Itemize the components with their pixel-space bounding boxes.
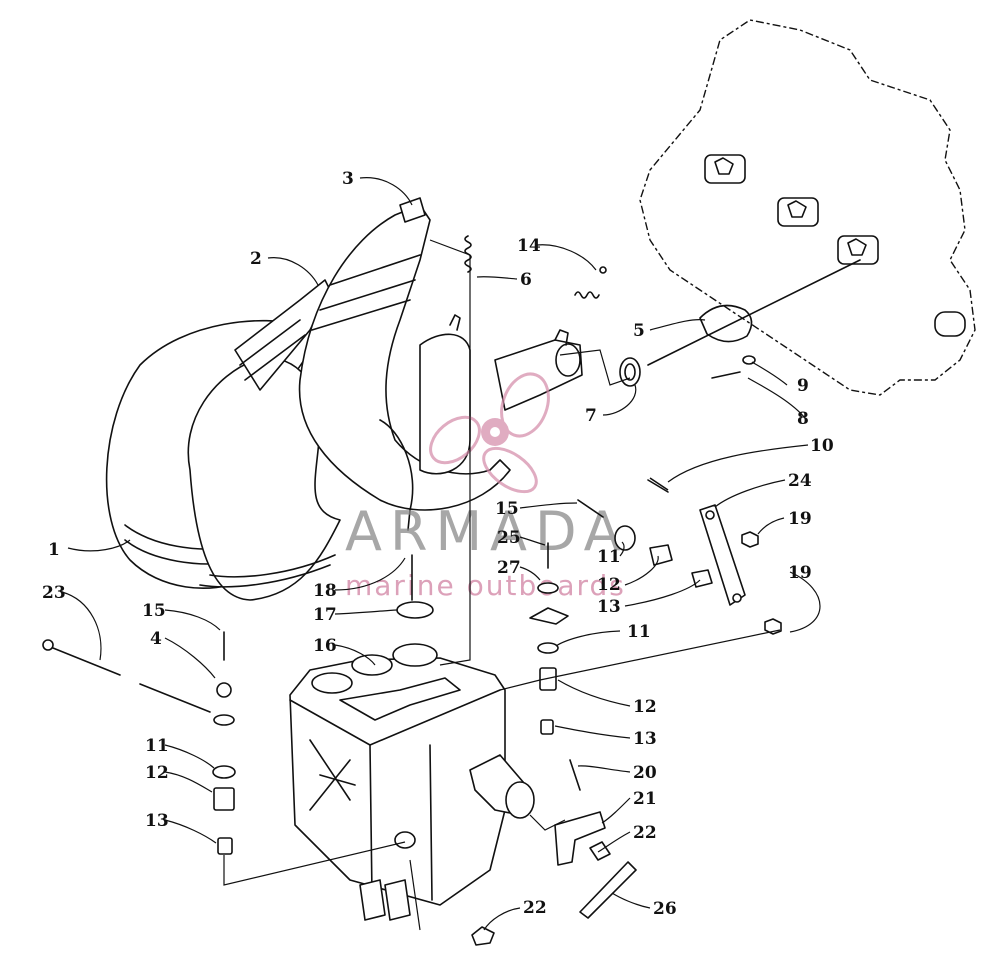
callout-8: 8 (797, 409, 809, 429)
leader-lines (61, 177, 821, 931)
callout-25: 25 (497, 528, 521, 548)
watermark-logo: ARMADA marine outboards (345, 372, 629, 602)
watermark-brand: ARMADA (345, 500, 629, 563)
callout-11-c: 11 (145, 736, 169, 756)
callout-13-b: 13 (633, 729, 657, 749)
callout-26: 26 (653, 899, 677, 919)
callout-14: 14 (517, 236, 541, 256)
callout-12-a: 12 (597, 575, 621, 595)
callout-22-a: 22 (633, 823, 657, 843)
callout-19-a: 19 (788, 509, 812, 529)
callout-21: 21 (633, 789, 657, 809)
silencer-box (289, 643, 535, 921)
callout-5: 5 (633, 321, 645, 341)
callout-11-b: 11 (627, 622, 651, 642)
callout-4: 4 (150, 629, 162, 649)
callout-18: 18 (313, 581, 337, 601)
engine-outline (639, 19, 976, 396)
callout-17: 17 (313, 605, 337, 625)
callout-22-b: 22 (523, 898, 547, 918)
propeller-icon (429, 372, 550, 494)
watermark-tagline: marine outboards (345, 569, 626, 602)
callout-9: 9 (797, 376, 809, 396)
callout-3: 3 (342, 169, 354, 189)
callout-12-b: 12 (633, 697, 657, 717)
callout-16: 16 (313, 636, 337, 656)
exhaust-pipe (105, 197, 583, 601)
callout-2: 2 (250, 249, 262, 269)
callout-23: 23 (42, 583, 66, 603)
hardware-parts (42, 235, 861, 946)
callout-27: 27 (497, 558, 521, 578)
callout-13-c: 13 (145, 811, 169, 831)
callout-labels: 1 2 3 4 5 6 7 8 9 10 11 11 11 12 12 12 1… (42, 169, 834, 919)
callout-6: 6 (520, 270, 532, 290)
callout-10: 10 (810, 436, 834, 456)
callout-19-b: 19 (788, 563, 812, 583)
callout-13-a: 13 (597, 597, 621, 617)
callout-7: 7 (585, 406, 597, 426)
callout-12-c: 12 (145, 763, 169, 783)
callout-1: 1 (48, 540, 60, 560)
callout-20: 20 (633, 763, 657, 783)
connector-lines (223, 239, 781, 931)
callout-24: 24 (788, 471, 812, 491)
callout-11-a: 11 (597, 547, 621, 567)
callout-15-b: 15 (142, 601, 166, 621)
callout-15-a: 15 (495, 499, 519, 519)
